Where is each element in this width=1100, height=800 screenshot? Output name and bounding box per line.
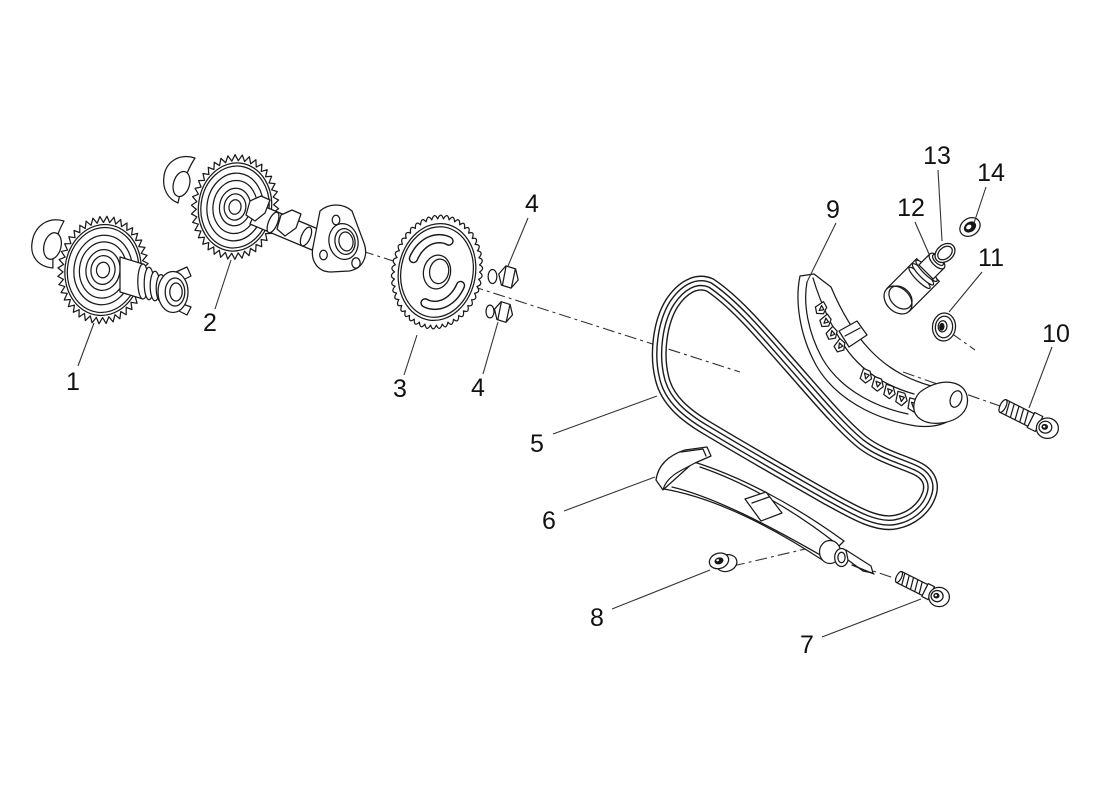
leader-1 xyxy=(77,322,95,367)
leader-3 xyxy=(403,334,418,376)
cam-journal xyxy=(43,232,62,260)
leader-6 xyxy=(563,476,656,512)
leader-lines xyxy=(77,169,1053,638)
part-timing-chain xyxy=(651,275,938,531)
slider-eyelet xyxy=(949,390,963,408)
callout-11[interactable]: 11 xyxy=(978,244,1004,272)
leader-7 xyxy=(821,598,922,638)
flange-boss xyxy=(328,222,359,261)
leader-5 xyxy=(552,395,658,435)
cam-lobe-a xyxy=(245,195,271,222)
cam-gear-2 xyxy=(190,154,280,260)
leader-9 xyxy=(806,222,837,283)
shaft-end-cup xyxy=(157,270,189,314)
callout-5[interactable]: 5 xyxy=(530,430,544,458)
leader-4-upper xyxy=(507,217,529,267)
cam-lobe-b xyxy=(276,209,302,237)
callout-3[interactable]: 3 xyxy=(393,375,407,403)
leader-13 xyxy=(937,169,943,242)
part-chain-guide xyxy=(655,446,875,575)
leader-2 xyxy=(214,259,232,310)
callout-9[interactable]: 9 xyxy=(826,196,840,224)
part-camshaft-1 xyxy=(31,215,192,325)
cam-gear-1 xyxy=(57,215,149,325)
callout-2[interactable]: 2 xyxy=(203,309,217,337)
part-cam-sprocket xyxy=(390,214,484,330)
guide-fork xyxy=(845,549,874,574)
flange-hole xyxy=(351,257,361,269)
part-camshaft-2 xyxy=(162,154,367,273)
part-socket-screw xyxy=(894,570,951,608)
centerline-cam-sprocket-axis xyxy=(361,250,741,373)
piston-end-cap xyxy=(883,285,913,315)
part-guide-nut xyxy=(708,552,738,573)
callout-6[interactable]: 6 xyxy=(542,507,556,535)
part-sprocket-bolt-upper xyxy=(487,265,519,289)
callout-4-lower[interactable]: 4 xyxy=(471,374,485,402)
callout-10[interactable]: 10 xyxy=(1042,320,1070,348)
callout-labels: 1 2 3 4 4 5 6 7 8 9 10 11 12 13 14 xyxy=(66,142,1070,659)
leader-8 xyxy=(611,569,711,610)
flange-hole xyxy=(319,249,328,261)
callout-8[interactable]: 8 xyxy=(590,604,604,632)
part-tensioner-slider xyxy=(797,273,969,428)
centerline-guide-nut xyxy=(732,545,819,567)
callout-12[interactable]: 12 xyxy=(897,194,925,222)
cam-journal xyxy=(172,170,191,198)
centerline-spacer-axis xyxy=(950,332,976,351)
callout-1[interactable]: 1 xyxy=(66,368,80,396)
callout-14[interactable]: 14 xyxy=(977,159,1005,187)
callout-13[interactable]: 13 xyxy=(923,142,951,170)
guide-mid-tab xyxy=(744,491,783,522)
leader-4-lower xyxy=(482,321,499,375)
leader-12 xyxy=(914,221,930,255)
part-tensioner-piston xyxy=(883,252,946,315)
leader-14 xyxy=(973,186,987,224)
part-spacer-nut xyxy=(931,312,957,342)
callout-4-upper[interactable]: 4 xyxy=(525,190,539,218)
leader-10 xyxy=(1028,346,1053,409)
part-o-ring xyxy=(934,242,956,264)
callout-7[interactable]: 7 xyxy=(800,631,814,659)
part-washer xyxy=(959,216,981,238)
leader-11 xyxy=(948,271,983,313)
guide-head xyxy=(655,446,712,491)
part-shoulder-screw xyxy=(998,398,1060,440)
part-sprocket-bolt-lower xyxy=(485,301,514,323)
